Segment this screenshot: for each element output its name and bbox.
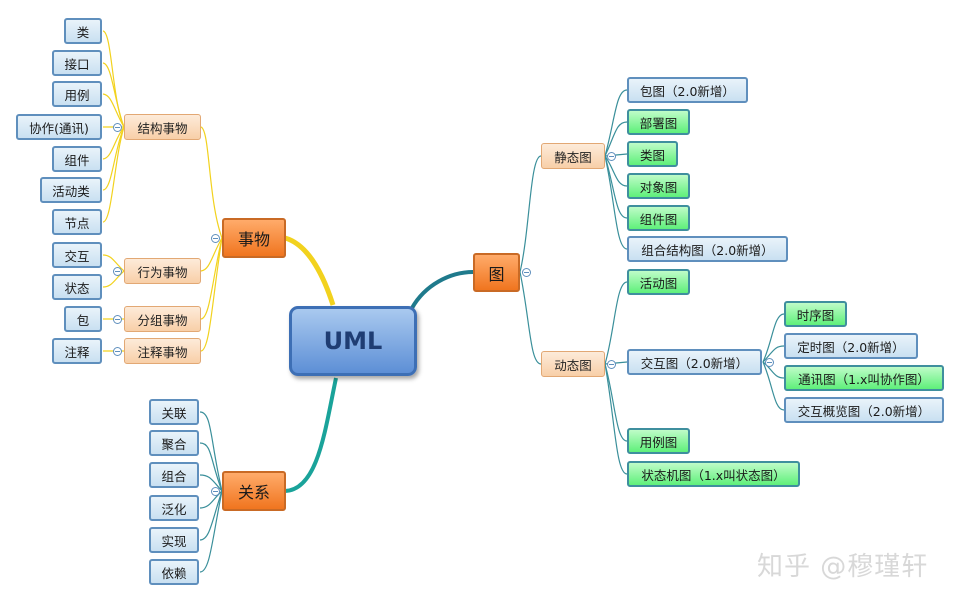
leaf-composite-structure-diagram[interactable]: 组合结构图（2.0新增） bbox=[627, 236, 788, 262]
leaf-collaboration[interactable]: 协作(通讯) bbox=[16, 114, 102, 140]
leaf-class-diagram[interactable]: 类图 bbox=[627, 141, 678, 167]
leaf-interaction-overview-diagram[interactable]: 交互概览图（2.0新增） bbox=[784, 397, 944, 423]
collapse-toggle-icon[interactable] bbox=[113, 347, 122, 356]
leaf-class[interactable]: 类 bbox=[64, 18, 102, 44]
collapse-toggle-icon[interactable] bbox=[607, 152, 616, 161]
collapse-toggle-icon[interactable] bbox=[765, 358, 774, 367]
branch-things[interactable]: 事物 bbox=[222, 218, 286, 258]
subcategory-behavioral[interactable]: 行为事物 bbox=[124, 258, 201, 284]
leaf-interface[interactable]: 接口 bbox=[52, 50, 102, 76]
leaf-realization[interactable]: 实现 bbox=[149, 527, 199, 553]
leaf-interaction[interactable]: 交互 bbox=[52, 242, 102, 268]
leaf-generalization[interactable]: 泛化 bbox=[149, 495, 199, 521]
watermark: 知乎 @穆瑾轩 bbox=[757, 552, 929, 582]
leaf-association[interactable]: 关联 bbox=[149, 399, 199, 425]
leaf-package-diagram[interactable]: 包图（2.0新增） bbox=[627, 77, 748, 103]
leaf-dependency[interactable]: 依赖 bbox=[149, 559, 199, 585]
leaf-object-diagram[interactable]: 对象图 bbox=[627, 173, 690, 199]
leaf-communication-diagram[interactable]: 通讯图（1.x叫协作图） bbox=[784, 365, 944, 391]
leaf-node[interactable]: 节点 bbox=[52, 209, 102, 235]
leaf-interaction-diagram[interactable]: 交互图（2.0新增） bbox=[627, 349, 762, 375]
leaf-timing-diagram[interactable]: 定时图（2.0新增） bbox=[784, 333, 918, 359]
leaf-activity-diagram[interactable]: 活动图 bbox=[627, 269, 690, 295]
leaf-sequence-diagram[interactable]: 时序图 bbox=[784, 301, 847, 327]
collapse-toggle-icon[interactable] bbox=[211, 487, 220, 496]
collapse-toggle-icon[interactable] bbox=[211, 234, 220, 243]
subcategory-dynamic[interactable]: 动态图 bbox=[541, 351, 605, 377]
leaf-component-diagram[interactable]: 组件图 bbox=[627, 205, 690, 231]
link-root-relations bbox=[284, 377, 338, 493]
branch-relations[interactable]: 关系 bbox=[222, 471, 286, 511]
collapse-toggle-icon[interactable] bbox=[522, 268, 531, 277]
collapse-toggle-icon[interactable] bbox=[113, 123, 122, 132]
collapse-toggle-icon[interactable] bbox=[607, 360, 616, 369]
subcategory-annotation[interactable]: 注释事物 bbox=[124, 338, 201, 364]
leaf-active-class[interactable]: 活动类 bbox=[40, 177, 102, 203]
link-root-diagrams bbox=[410, 270, 474, 310]
leaf-note[interactable]: 注释 bbox=[52, 338, 102, 364]
collapse-toggle-icon[interactable] bbox=[113, 267, 122, 276]
leaf-composition[interactable]: 组合 bbox=[149, 462, 199, 488]
link-root-things bbox=[284, 235, 336, 306]
root-node-uml[interactable]: UML bbox=[289, 306, 417, 376]
subcategory-grouping[interactable]: 分组事物 bbox=[124, 306, 201, 332]
leaf-package[interactable]: 包 bbox=[64, 306, 102, 332]
leaf-component[interactable]: 组件 bbox=[52, 146, 102, 172]
subcategory-static[interactable]: 静态图 bbox=[541, 143, 605, 169]
collapse-toggle-icon[interactable] bbox=[113, 315, 122, 324]
leaf-deployment-diagram[interactable]: 部署图 bbox=[627, 109, 690, 135]
leaf-use-case-diagram[interactable]: 用例图 bbox=[627, 428, 690, 454]
branch-diagrams[interactable]: 图 bbox=[473, 253, 520, 292]
subcategory-structural[interactable]: 结构事物 bbox=[124, 114, 201, 140]
leaf-aggregation[interactable]: 聚合 bbox=[149, 430, 199, 456]
leaf-state-machine-diagram[interactable]: 状态机图（1.x叫状态图） bbox=[627, 461, 800, 487]
leaf-use-case[interactable]: 用例 bbox=[52, 81, 102, 107]
leaf-state[interactable]: 状态 bbox=[52, 274, 102, 300]
